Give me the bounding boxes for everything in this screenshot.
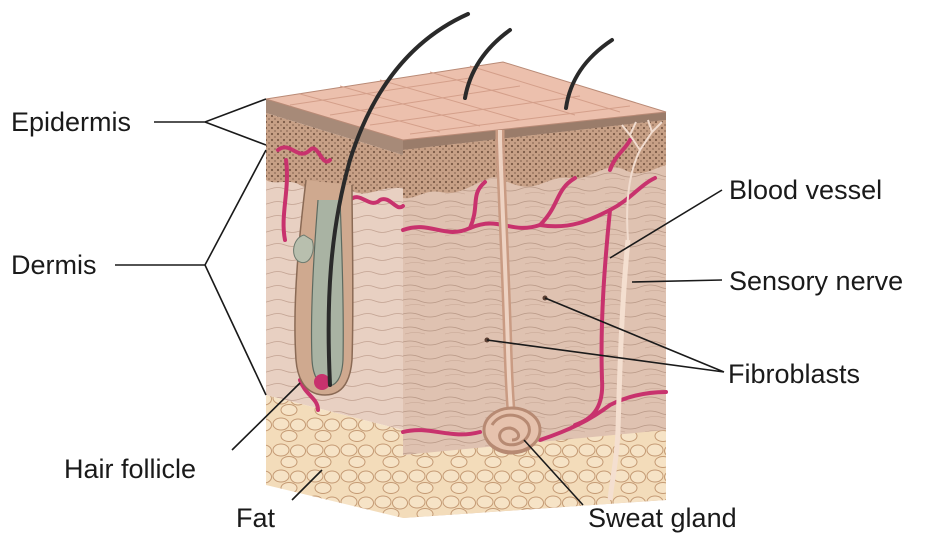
label-blood-vessel: Blood vessel: [729, 175, 882, 205]
label-fat: Fat: [236, 503, 276, 533]
label-sweat-gland: Sweat gland: [588, 503, 737, 533]
follicle-papilla: [314, 374, 330, 390]
label-fibroblasts: Fibroblasts: [728, 359, 860, 389]
front-face: [403, 112, 666, 518]
label-hair-follicle: Hair follicle: [64, 454, 196, 484]
label-sensory-nerve: Sensory nerve: [729, 266, 903, 296]
label-epidermis: Epidermis: [11, 107, 131, 137]
hair-follicle-structure: [294, 180, 353, 395]
label-dermis: Dermis: [11, 250, 97, 280]
dermis-leader: [115, 150, 266, 395]
epidermis-leader: [154, 99, 266, 145]
